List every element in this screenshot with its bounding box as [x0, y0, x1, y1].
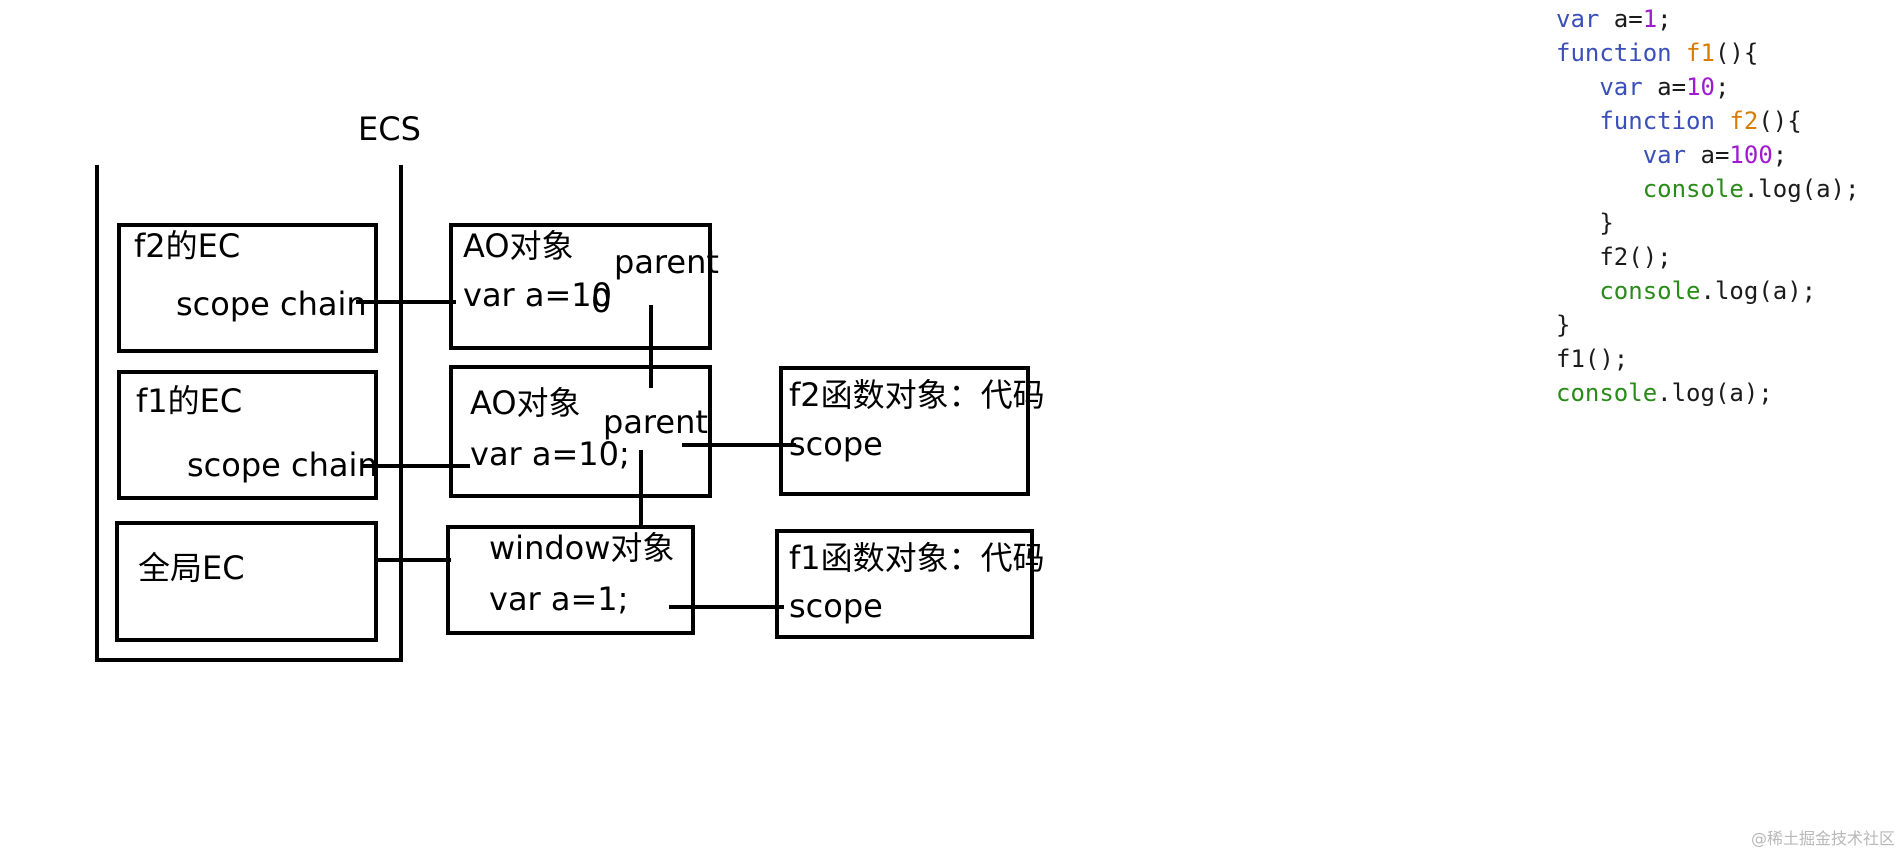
code-token: a=	[1686, 141, 1730, 169]
code-token: console	[1599, 277, 1701, 305]
code-token	[1715, 107, 1729, 135]
ao-f1-title: AO对象	[470, 384, 581, 422]
ao-f2-title: AO对象	[463, 227, 574, 265]
code-line: var a=10;	[1556, 70, 1859, 104]
f2-ec-box	[117, 223, 378, 353]
code-token: f1	[1686, 39, 1715, 67]
code-line: }	[1556, 206, 1859, 240]
code-token: (){	[1758, 107, 1802, 135]
code-token: console	[1642, 175, 1744, 203]
ao-f1-parent-label: parent	[603, 403, 708, 441]
ao-f2-parent-label: parent	[614, 243, 719, 281]
ao-f1-box	[449, 365, 712, 498]
f2-ec-scope-chain: scope chain	[176, 285, 367, 323]
window-object-var: var a=1;	[489, 580, 628, 618]
f1-function-object-title: f1函数对象：代码	[789, 539, 1045, 577]
code-line: f1();	[1556, 342, 1859, 376]
ao-f2-box	[449, 223, 712, 350]
code-token: .log(a);	[1657, 379, 1773, 407]
code-line: f2();	[1556, 240, 1859, 274]
code-token: ;	[1657, 5, 1672, 33]
code-token	[1556, 277, 1599, 305]
code-token: f2	[1729, 107, 1759, 135]
code-token: 10	[1686, 73, 1715, 101]
code-token: (){	[1714, 39, 1759, 67]
global-ec-title: 全局EC	[138, 549, 245, 587]
code-token: }	[1556, 209, 1614, 237]
f1-function-object-scope: scope	[789, 587, 883, 625]
code-token: }	[1556, 311, 1571, 339]
global-ec-box	[115, 521, 378, 642]
f2-ec-title: f2的EC	[134, 227, 240, 265]
ao-f2-var-tail: 0	[591, 282, 611, 320]
code-line: var a=100;	[1556, 138, 1859, 172]
f1-ec-scope-chain: scope chain	[187, 446, 378, 484]
code-token: function	[1599, 107, 1715, 135]
code-token: 1	[1642, 5, 1658, 33]
code-token: a=	[1599, 5, 1643, 33]
code-token: f1();	[1556, 345, 1629, 373]
code-token: 100	[1729, 141, 1773, 169]
code-line: var a=1;	[1556, 2, 1859, 36]
code-token: var	[1599, 73, 1643, 101]
code-token: .log(a);	[1700, 277, 1817, 305]
code-line: console.log(a);	[1556, 172, 1860, 206]
code-token	[1556, 141, 1643, 169]
f2-function-object-scope: scope	[789, 425, 883, 463]
f1-function-object-box	[775, 529, 1034, 639]
ao-f1-var: var a=10;	[470, 435, 630, 473]
code-token: .log(a);	[1743, 175, 1860, 203]
ao-f2-var: var a=10	[463, 276, 612, 314]
f1-ec-box	[117, 370, 378, 500]
code-token: var	[1642, 141, 1687, 169]
code-line: console.log(a);	[1556, 376, 1859, 410]
code-token: f2();	[1556, 243, 1672, 271]
code-token	[1556, 107, 1599, 135]
code-line: function f2(){	[1556, 104, 1859, 138]
code-token	[1556, 73, 1599, 101]
code-line: }	[1556, 308, 1859, 342]
code-line: function f1(){	[1556, 36, 1859, 70]
code-token	[1672, 39, 1686, 67]
code-token: console	[1556, 379, 1658, 407]
ecs-label: ECS	[358, 110, 421, 148]
code-token: ;	[1714, 73, 1730, 101]
code-token: ;	[1772, 141, 1788, 169]
code-listing: var a=1;function f1(){ var a=10; functio…	[1556, 2, 1859, 410]
window-object-title: window对象	[489, 529, 674, 567]
f1-ec-title: f1的EC	[136, 382, 242, 420]
code-line: console.log(a);	[1556, 274, 1859, 308]
f2-function-object-box	[779, 366, 1030, 496]
window-object-box	[446, 525, 695, 635]
ecs-stack-outline	[95, 165, 403, 662]
code-token: var	[1556, 5, 1600, 33]
code-token	[1556, 175, 1643, 203]
code-token: a=	[1642, 73, 1687, 101]
f2-function-object-title: f2函数对象：代码	[789, 376, 1045, 414]
watermark: @稀土掘金技术社区	[1750, 829, 1895, 848]
code-token: function	[1556, 39, 1672, 67]
